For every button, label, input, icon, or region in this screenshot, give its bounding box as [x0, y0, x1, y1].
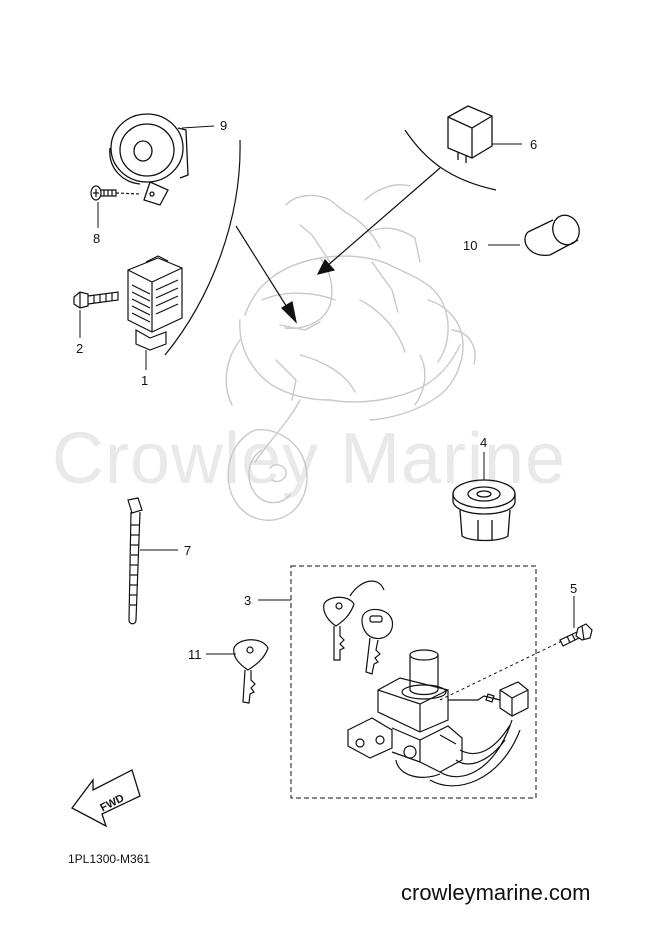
key-icon [233, 639, 269, 704]
grommet-icon [452, 479, 516, 542]
callout-9: 9 [220, 118, 228, 133]
callout-10: 10 [463, 238, 478, 253]
callout-7: 7 [184, 543, 192, 558]
leader-lines [79, 125, 575, 655]
callout-1: 1 [141, 373, 149, 388]
callout-5: 5 [570, 581, 578, 596]
bolt-icon [559, 623, 593, 647]
assembly-guide-line [439, 639, 565, 701]
relay-icon [447, 105, 493, 163]
main-switch-kit-box [290, 565, 537, 799]
watermark: Crowley Marine [52, 419, 567, 499]
callout-4: 4 [480, 435, 488, 450]
main-switch-icon [347, 649, 529, 787]
boundary-arcs [164, 129, 497, 356]
screw-icon [90, 185, 141, 201]
callout-8: 8 [93, 231, 101, 246]
rectifier-icon [127, 255, 183, 351]
horn-icon [109, 113, 189, 206]
callout-6: 6 [530, 137, 538, 152]
site-url: crowleymarine.com [401, 880, 591, 905]
callout-11: 11 [188, 647, 202, 662]
location-arrows [235, 167, 441, 324]
sleeve-icon [524, 214, 580, 256]
fwd-arrow-icon: FWD [71, 769, 141, 828]
cable-tie-icon [127, 497, 143, 625]
diagram-code: 1PL1300-M361 [68, 852, 151, 866]
callout-2: 2 [76, 341, 84, 356]
bolt-icon [73, 291, 119, 309]
callout-3: 3 [244, 593, 252, 608]
scooter-outline-icon [225, 184, 476, 521]
key-icon [323, 580, 394, 675]
